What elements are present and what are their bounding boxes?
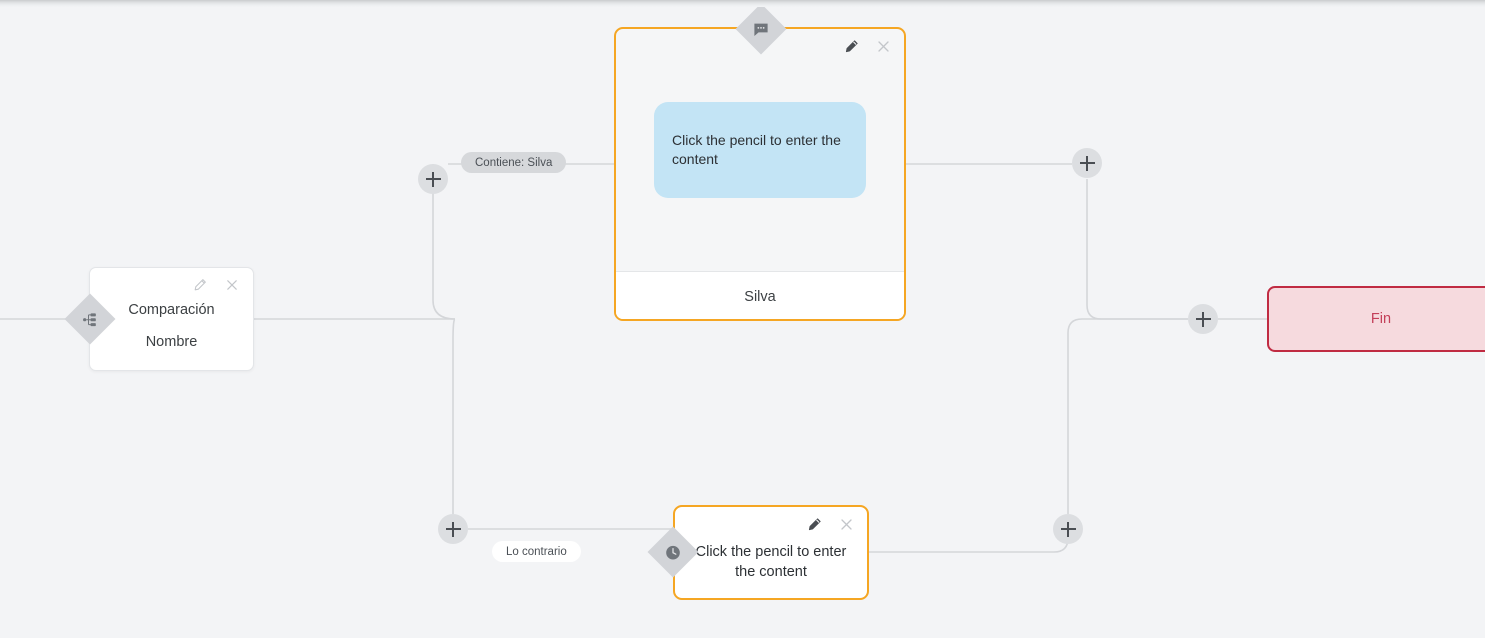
edge-branch-false-riser — [452, 318, 456, 514]
add-node-after-branch-false[interactable] — [438, 514, 468, 544]
node-comparacion-actions — [191, 276, 241, 294]
node-message-top-body: Click the pencil to enter the content — [616, 29, 904, 271]
edge-message-bottom-out — [869, 529, 1069, 553]
node-message-top-footer-label: Silva — [744, 288, 776, 305]
message-bubble[interactable]: Click the pencil to enter the content — [654, 102, 866, 198]
message-bubble-glyph — [753, 21, 770, 38]
node-message-top[interactable]: Click the pencil to enter the content Si… — [614, 27, 906, 321]
edge-message-bottom-to-trunk — [1067, 318, 1188, 514]
edge-branch-true-riser — [432, 179, 456, 320]
edge-message-top-to-trunk — [1086, 179, 1188, 320]
add-node-before-fin[interactable] — [1188, 304, 1218, 334]
node-fin-label: Fin — [1370, 311, 1392, 327]
edge-label-contiene-text: Contiene: Silva — [475, 156, 553, 169]
add-node-after-message-top[interactable] — [1072, 148, 1102, 178]
pencil-icon[interactable] — [191, 276, 209, 294]
close-icon[interactable] — [223, 276, 241, 294]
clock-icon — [647, 526, 699, 578]
branch-split-glyph — [83, 312, 98, 327]
edge-label-contiene[interactable]: Contiene: Silva — [461, 152, 567, 173]
node-comparacion-title: Comparación — [128, 302, 215, 318]
add-node-after-message-bottom[interactable] — [1053, 514, 1083, 544]
add-node-after-branch-true[interactable] — [418, 164, 448, 194]
edge-label-contrario-text: Lo contrario — [506, 545, 567, 558]
close-icon[interactable] — [837, 515, 855, 533]
pencil-icon[interactable] — [805, 515, 823, 533]
node-message-bottom[interactable]: Click the pencil to enter the content — [673, 505, 869, 600]
node-comparacion[interactable]: Comparación Nombre — [89, 267, 254, 371]
close-icon[interactable] — [874, 37, 892, 55]
branch-split-icon — [64, 293, 116, 345]
node-message-top-footer: Silva — [616, 271, 904, 319]
message-bubble-icon — [735, 3, 787, 55]
message-bubble-text: Click the pencil to enter the content — [672, 132, 841, 167]
node-comparacion-subtitle: Nombre — [145, 333, 198, 350]
edge-label-contrario[interactable]: Lo contrario — [492, 541, 581, 562]
clock-glyph — [665, 544, 682, 561]
node-message-bottom-text: Click the pencil to enter the content — [695, 544, 847, 580]
node-fin[interactable]: Fin — [1267, 286, 1485, 352]
node-message-bottom-actions — [805, 515, 855, 533]
node-message-top-actions — [842, 37, 892, 55]
pencil-icon[interactable] — [842, 37, 860, 55]
